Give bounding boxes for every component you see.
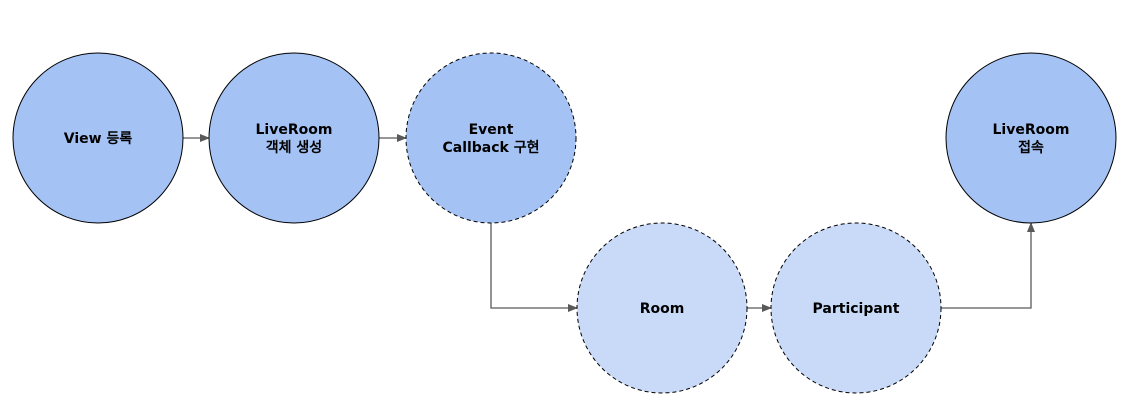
node-circle-participant (770, 222, 942, 394)
node-label-liveroom-connect-line-1: 접속 (1018, 140, 1044, 156)
node-label-event-callback-line-0: Event (469, 122, 514, 138)
node-circle-liveroom-create (208, 52, 380, 224)
node-label-event-callback-line-1: Callback 구현 (442, 140, 539, 156)
node-label-participant-line-0: Participant (813, 301, 900, 317)
connectors (183, 134, 1035, 312)
node-label-view-line-0: View 등록 (64, 131, 133, 147)
node-label-liveroom-create-line-1: 객체 생성 (266, 139, 322, 156)
node-liveroom-connect: LiveRoom 접속 (945, 52, 1117, 224)
node-circle-view (12, 52, 184, 224)
node-circle-liveroom-connect (945, 52, 1117, 224)
node-participant: Participant (770, 222, 942, 394)
node-view: View 등록 (12, 52, 184, 224)
node-room: Room (576, 222, 748, 394)
node-label-room-line-0: Room (640, 301, 685, 317)
node-circle-room (576, 222, 748, 394)
connector-arrow-participant-to-liveroom-connect (941, 222, 1035, 309)
node-label-liveroom-connect-line-0: LiveRoom (993, 122, 1070, 138)
node-circle-event-callback (405, 52, 577, 224)
connector-arrow-event-callback-to-room (490, 223, 578, 312)
node-label-liveroom-create-line-0: LiveRoom (256, 122, 333, 138)
